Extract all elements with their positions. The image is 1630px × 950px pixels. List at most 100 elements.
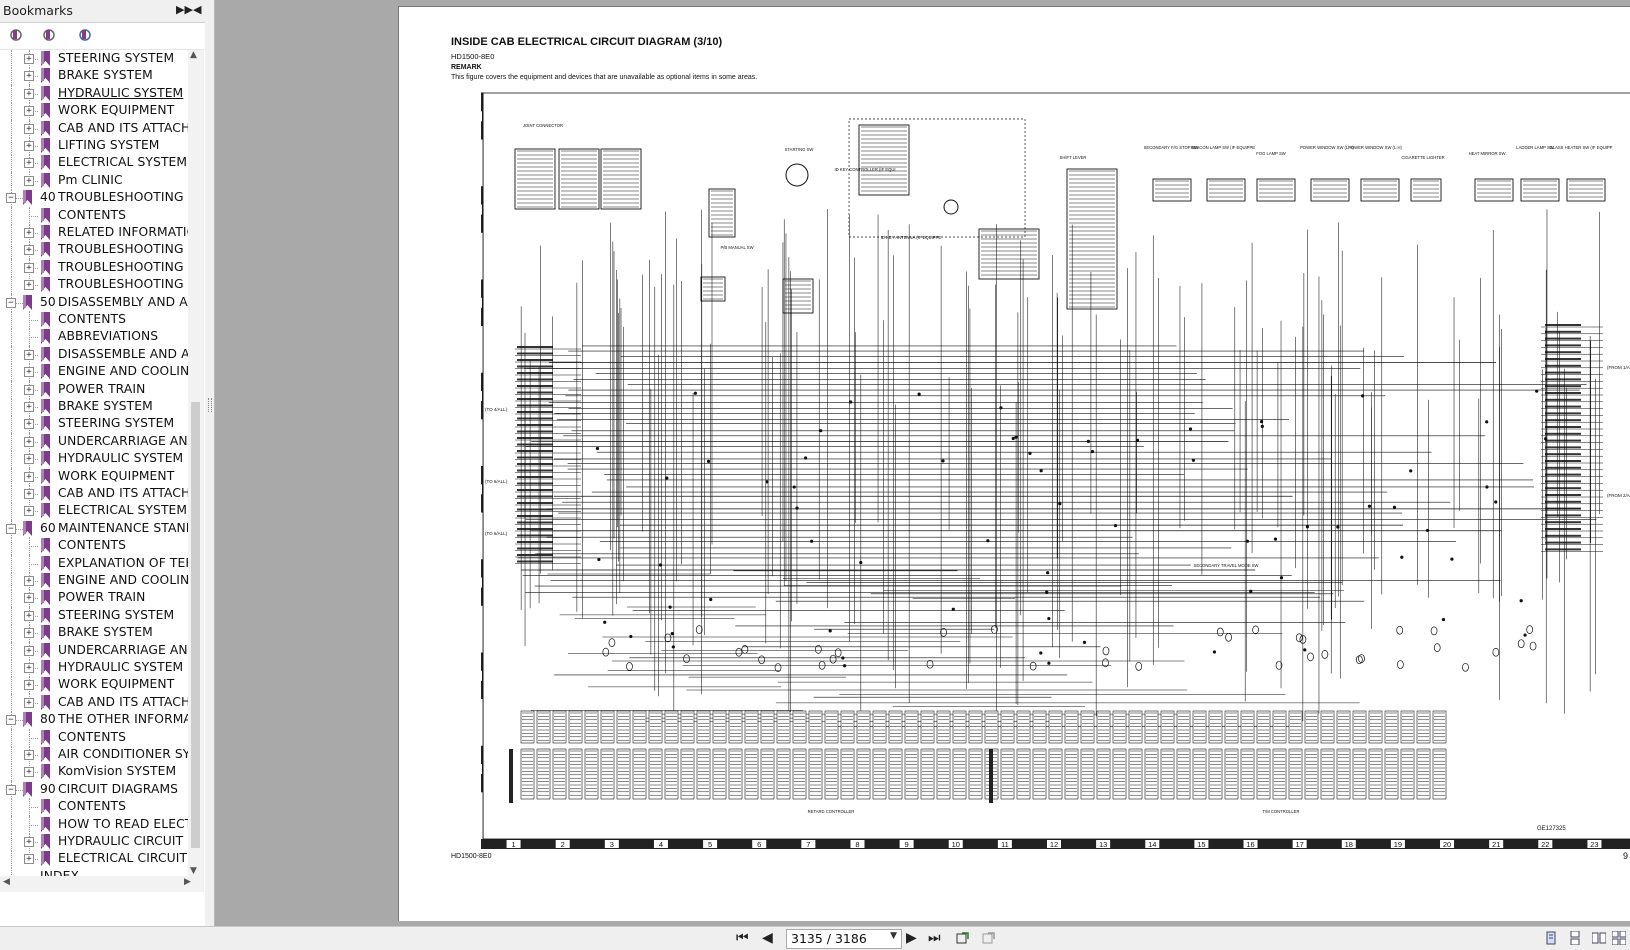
expand-toggle-icon[interactable]: + bbox=[24, 506, 34, 516]
expand-toggle-icon[interactable]: + bbox=[24, 158, 34, 168]
bookmark-item[interactable]: +POWER TRAIN bbox=[0, 589, 197, 607]
first-page-icon[interactable]: ⏮ bbox=[736, 930, 749, 946]
expand-toggle-icon[interactable]: + bbox=[24, 680, 34, 690]
expand-toggle-icon[interactable]: + bbox=[24, 767, 34, 777]
expand-toggle-icon[interactable]: + bbox=[24, 141, 34, 151]
expand-toggle-icon[interactable]: + bbox=[24, 367, 34, 377]
bookmark-item[interactable]: +CAB AND ITS ATTACHMI bbox=[0, 485, 197, 503]
bookmark-options-icon[interactable] bbox=[78, 28, 93, 43]
expand-toggle-icon[interactable]: + bbox=[24, 750, 34, 760]
previous-view-icon[interactable] bbox=[956, 931, 970, 945]
last-page-icon[interactable]: ⏭ bbox=[928, 930, 941, 946]
expand-bookmark-icon[interactable] bbox=[9, 28, 24, 43]
next-page-icon[interactable]: ▶ bbox=[906, 930, 917, 946]
collapse-toggle-icon[interactable]: − bbox=[6, 193, 16, 203]
single-page-view-icon[interactable] bbox=[1544, 931, 1558, 945]
expand-toggle-icon[interactable]: + bbox=[24, 89, 34, 99]
bookmark-item[interactable]: CONTENTS bbox=[0, 207, 197, 225]
continuous-facing-view-icon[interactable] bbox=[1612, 931, 1626, 945]
bookmark-item[interactable]: +STEERING SYSTEM bbox=[0, 607, 197, 625]
expand-toggle-icon[interactable]: + bbox=[24, 350, 34, 360]
bookmark-item[interactable]: +HYDRAULIC SYSTEM bbox=[0, 85, 197, 103]
expand-toggle-icon[interactable]: + bbox=[24, 419, 34, 429]
bookmark-item[interactable]: CONTENTS bbox=[0, 311, 197, 329]
expand-toggle-icon[interactable]: + bbox=[24, 576, 34, 586]
bookmark-item[interactable]: +LIFTING SYSTEM bbox=[0, 137, 197, 155]
bookmark-item[interactable]: +WORK EQUIPMENT bbox=[0, 676, 197, 694]
collapse-toggle-icon[interactable]: − bbox=[6, 785, 16, 795]
page-number-field[interactable]: 3135 / 3186 ▼ bbox=[786, 929, 902, 949]
bookmark-item[interactable]: +UNDERCARRIAGE AND FF bbox=[0, 642, 197, 660]
expand-toggle-icon[interactable]: + bbox=[24, 402, 34, 412]
expand-toggle-icon[interactable]: + bbox=[24, 837, 34, 847]
bookmark-item[interactable]: +ENGINE AND COOLING S bbox=[0, 572, 197, 590]
facing-view-icon[interactable] bbox=[1592, 931, 1606, 945]
bookmark-item[interactable]: +ENGINE AND COOLING S bbox=[0, 363, 197, 381]
bookmark-item[interactable]: HOW TO READ ELECTRI bbox=[0, 816, 197, 834]
expand-toggle-icon[interactable]: + bbox=[24, 472, 34, 482]
bookmark-item[interactable]: +ELECTRICAL CIRCUIT DI/ bbox=[0, 850, 197, 868]
scroll-down-icon[interactable]: ▼ bbox=[190, 866, 197, 876]
bookmark-item[interactable]: +RELATED INFORMATION bbox=[0, 224, 197, 242]
expand-toggle-icon[interactable]: + bbox=[24, 854, 34, 864]
expand-toggle-icon[interactable]: + bbox=[24, 385, 34, 395]
bookmark-item[interactable]: +Pm CLINIC bbox=[0, 172, 197, 190]
bookmark-item[interactable]: ABBREVIATIONS bbox=[0, 328, 197, 346]
expand-toggle-icon[interactable]: + bbox=[24, 646, 34, 656]
collapse-panel-icon[interactable]: ◀ bbox=[193, 3, 201, 16]
bookmark-item[interactable]: +BRAKE SYSTEM bbox=[0, 624, 197, 642]
expand-toggle-icon[interactable]: + bbox=[24, 228, 34, 238]
bookmark-item[interactable]: +POWER TRAIN bbox=[0, 381, 197, 399]
scroll-thumb[interactable] bbox=[191, 402, 200, 848]
bookmark-item[interactable]: CONTENTS bbox=[0, 537, 197, 555]
bookmark-item[interactable]: +HYDRAULIC SYSTEM bbox=[0, 450, 197, 468]
bookmark-item[interactable]: +AIR CONDITIONER SYST bbox=[0, 746, 197, 764]
bookmark-item[interactable]: +ELECTRICAL SYSTEM bbox=[0, 502, 197, 520]
expand-toggle-icon[interactable]: + bbox=[24, 454, 34, 464]
find-bookmark-icon[interactable] bbox=[42, 28, 57, 43]
previous-page-icon[interactable]: ◀ bbox=[762, 930, 773, 946]
bookmark-item[interactable]: +TROUBLESHOOTING OF bbox=[0, 259, 197, 277]
bookmark-item[interactable]: CONTENTS bbox=[0, 729, 197, 747]
expand-toggle-icon[interactable]: + bbox=[24, 263, 34, 273]
expand-toggle-icon[interactable]: + bbox=[24, 176, 34, 186]
panel-splitter[interactable] bbox=[205, 0, 214, 926]
expand-toggle-icon[interactable]: + bbox=[24, 106, 34, 116]
expand-toggle-icon[interactable]: + bbox=[24, 593, 34, 603]
next-view-icon[interactable] bbox=[982, 931, 996, 945]
tree-vertical-scrollbar[interactable]: ▲ ▼ bbox=[188, 50, 204, 876]
bookmark-item[interactable]: +KomVision SYSTEM bbox=[0, 763, 197, 781]
expand-toggle-icon[interactable]: + bbox=[24, 611, 34, 621]
expand-toggle-icon[interactable]: + bbox=[24, 280, 34, 290]
bookmark-item[interactable]: +STEERING SYSTEM bbox=[0, 415, 197, 433]
bookmark-item[interactable]: +UNDERCARRIAGE AND FF bbox=[0, 433, 197, 451]
bookmark-item[interactable]: +DISASSEMBLE AND ASSE bbox=[0, 346, 197, 364]
bookmark-item[interactable]: +ELECTRICAL SYSTEM bbox=[0, 154, 197, 172]
bookmark-item[interactable]: +STEERING SYSTEM bbox=[0, 50, 197, 68]
bookmark-item[interactable]: +WORK EQUIPMENT bbox=[0, 102, 197, 120]
bookmark-item[interactable]: +TROUBLESHOOTING FOF bbox=[0, 276, 197, 294]
expand-toggle-icon[interactable]: + bbox=[24, 54, 34, 64]
tree-horizontal-scrollbar[interactable]: ◀ ▶ bbox=[0, 876, 204, 892]
bookmark-item[interactable]: +HYDRAULIC CIRCUIT DIA bbox=[0, 833, 197, 851]
collapse-toggle-icon[interactable]: − bbox=[6, 298, 16, 308]
continuous-view-icon[interactable] bbox=[1568, 931, 1582, 945]
page-dropdown-icon[interactable]: ▼ bbox=[890, 931, 897, 941]
bookmark-item[interactable]: +WORK EQUIPMENT bbox=[0, 468, 197, 486]
expand-toggle-icon[interactable]: + bbox=[24, 71, 34, 81]
collapse-toggle-icon[interactable]: − bbox=[6, 524, 16, 534]
scroll-left-icon[interactable]: ◀ bbox=[3, 877, 10, 887]
scroll-up-icon[interactable]: ▲ bbox=[190, 50, 197, 60]
expand-panel-icon[interactable]: ▶▶ bbox=[176, 3, 193, 16]
expand-toggle-icon[interactable]: + bbox=[24, 698, 34, 708]
bookmark-item[interactable]: CONTENTS bbox=[0, 798, 197, 816]
expand-toggle-icon[interactable]: + bbox=[24, 124, 34, 134]
bookmark-item[interactable]: +BRAKE SYSTEM bbox=[0, 398, 197, 416]
bookmark-item[interactable]: EXPLANATION OF TERM bbox=[0, 555, 197, 573]
bookmark-item[interactable]: +TROUBLESHOOTING BY bbox=[0, 241, 197, 259]
